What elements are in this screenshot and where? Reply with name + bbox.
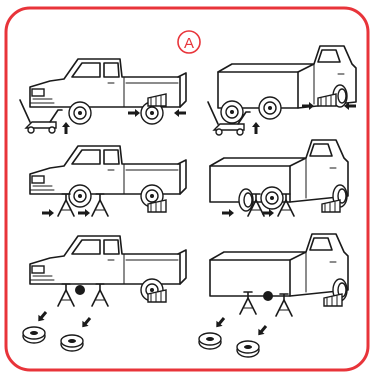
wheel-icon — [23, 327, 45, 343]
jack-stand-icon — [92, 284, 108, 306]
jack-stand-icon — [58, 284, 74, 306]
scene-rear-stands — [210, 140, 348, 217]
step-badge: A — [178, 31, 200, 53]
wheel-icon — [199, 333, 221, 349]
wheel-chock-icon — [324, 294, 342, 306]
scene-rear-wheel-off — [199, 234, 348, 357]
arrow-icon — [255, 323, 269, 337]
arrow-icon — [222, 209, 234, 217]
arrow-icon — [42, 209, 54, 217]
arrow-icon — [252, 122, 260, 134]
wheel-chock-icon — [322, 200, 340, 212]
jack-stand-icon — [276, 294, 292, 316]
arrow-icon — [79, 315, 93, 329]
scene-front-jack — [20, 59, 186, 134]
arrow-icon — [213, 315, 227, 329]
floor-jack-icon — [20, 100, 62, 133]
arrow-icon — [128, 109, 140, 117]
hub-icon — [75, 285, 85, 295]
arrow-icon — [78, 209, 90, 217]
badge-label: A — [184, 35, 194, 52]
frame-border — [6, 8, 368, 370]
hub-icon — [263, 291, 273, 301]
jack-stand-icon — [92, 194, 108, 216]
scene-front-wheel-off — [23, 236, 186, 351]
arrow-icon — [174, 109, 186, 117]
scene-rear-jack — [208, 46, 356, 135]
wheel-chock-icon — [148, 94, 166, 106]
scene-front-stands — [30, 146, 186, 217]
wheel-icon — [61, 335, 83, 351]
wheel-chock-icon — [318, 94, 336, 106]
arrow-icon — [302, 102, 314, 110]
arrow-icon — [62, 122, 70, 134]
arrow-icon — [35, 309, 49, 323]
wheel-icon — [237, 341, 259, 357]
